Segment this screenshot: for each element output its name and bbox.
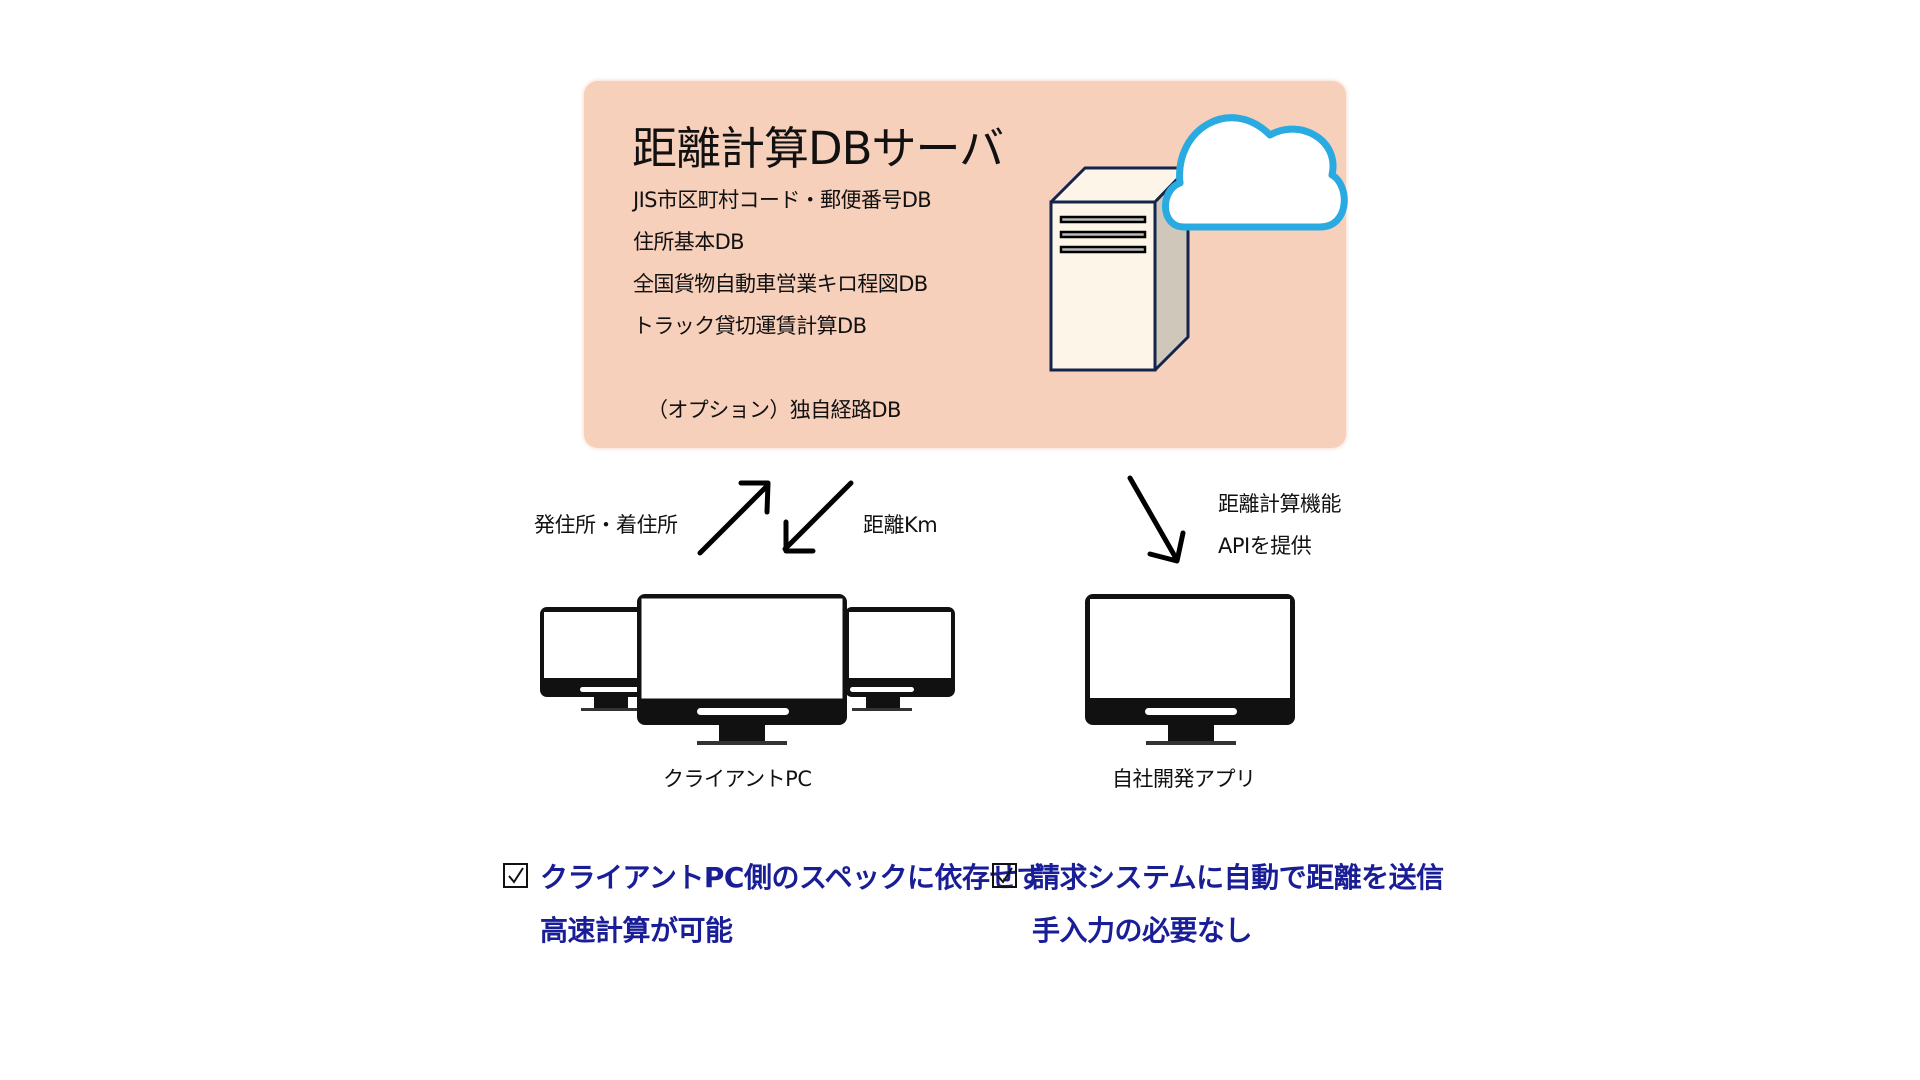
response-label: 距離Km xyxy=(863,513,938,537)
api-label-line1: 距離計算機能 xyxy=(1218,492,1342,516)
api-label-line2: APIを提供 xyxy=(1218,534,1312,558)
client-pc-label: クライアントPC xyxy=(663,767,812,791)
db-item-address: 住所基本DB xyxy=(633,230,745,254)
inhouse-app-label: 自社開発アプリ xyxy=(1112,767,1256,791)
monitor-icon-center xyxy=(637,594,847,745)
server-title: 距離計算DBサーバ xyxy=(632,122,1004,175)
db-item-jis-postal: JIS市区町村コード・郵便番号DB xyxy=(633,188,932,212)
benefit-1-line1: クライアントPC側のスペックに依存せず xyxy=(540,861,1045,894)
monitor-icon-left xyxy=(540,607,650,711)
checkbox-benefit-2[interactable] xyxy=(992,863,1017,888)
db-item-truck-fare: トラック貸切運賃計算DB xyxy=(633,314,867,338)
checkbox-benefit-1[interactable] xyxy=(503,863,528,888)
benefit-2-line1: 請求システムに自動で距離を送信 xyxy=(1032,861,1444,894)
benefit-2-line2: 手入力の必要なし xyxy=(1032,914,1253,947)
request-label: 発住所・着住所 xyxy=(534,513,678,537)
monitor-icon-right xyxy=(845,607,955,711)
db-item-option-route: （オプション）独自経路DB xyxy=(647,398,901,422)
db-item-freight-km: 全国貨物自動車営業キロ程図DB xyxy=(633,272,928,296)
benefit-1-line2: 高速計算が可能 xyxy=(540,914,733,947)
